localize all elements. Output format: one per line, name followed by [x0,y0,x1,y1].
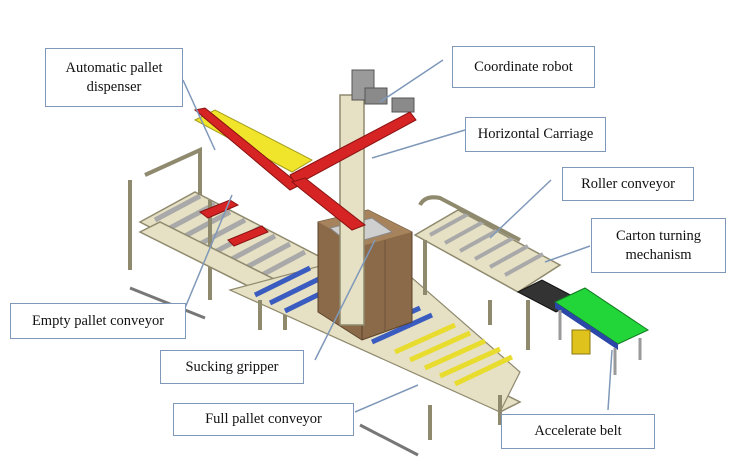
label-text: Accelerate belt [534,423,622,439]
label-roller-conveyor: Roller conveyor [562,167,694,201]
roller-conveyor-unit [413,195,562,350]
label-text: Horizontal Carriage [477,126,594,142]
horizontal-carriage-arm [193,107,417,247]
label-text: Automatic pallet dispenser [65,59,163,95]
label-accelerate-belt: Accelerate belt [501,414,655,449]
label-coordinate-robot: Coordinate robot [452,46,595,88]
label-text: Sucking gripper [185,358,279,375]
label-text: Carton turning mechanism [616,227,701,263]
carton-stack [317,209,413,341]
label-full-pallet-conveyor: Full pallet conveyor [173,403,354,436]
label-text: Coordinate robot [474,58,573,75]
label-text: Roller conveyor [581,175,675,192]
accelerate-belt-unit [553,287,650,375]
label-empty-pallet-conveyor: Empty pallet conveyor [10,303,186,339]
label-sucking-gripper: Sucking gripper [160,350,304,384]
label-carton-turning-mechanism: Carton turning mechanism [591,218,726,273]
label-text: Full pallet conveyor [205,411,322,427]
label-horizontal-carriage: Horizontal Carriage [465,117,606,152]
label-automatic-pallet-dispenser: Automatic pallet dispenser [45,48,183,107]
leader-lines [182,59,613,413]
label-text: Empty pallet conveyor [31,312,165,329]
